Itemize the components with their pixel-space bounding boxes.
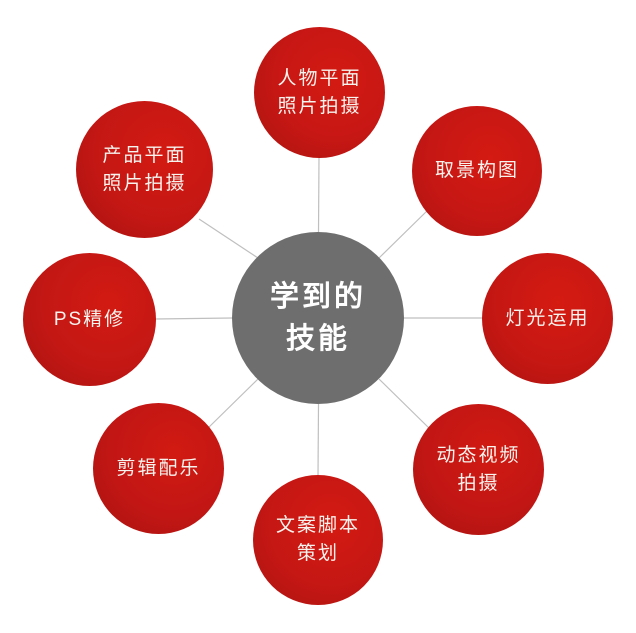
node-ps-retouching[interactable]: PS精修	[23, 253, 156, 386]
node-label-framing-composition: 取景构图	[434, 160, 519, 182]
node-label-ps-retouching: PS精修	[53, 308, 126, 330]
node-label-video-shooting: 动态视频 拍摄	[436, 444, 521, 494]
connector-hub-to-top-right	[378, 206, 432, 259]
node-label-copywriting-script: 文案脚本 策划	[275, 515, 360, 564]
connector-hub-to-bottom	[317, 403, 320, 478]
node-product-photo[interactable]: 产品平面 照片拍摄	[76, 101, 213, 238]
node-portrait-photo[interactable]: 人物平面 照片拍摄	[254, 27, 385, 158]
connector-hub-to-top-left	[198, 218, 259, 259]
connector-hub-to-left	[154, 317, 233, 320]
node-framing-composition[interactable]: 取景构图	[412, 106, 542, 236]
node-editing-scoring[interactable]: 剪辑配乐	[93, 403, 224, 534]
node-label-hub-skills: 学到的 技能	[269, 280, 366, 355]
node-copywriting-script[interactable]: 文案脚本 策划	[253, 475, 383, 605]
connector-hub-to-bottom-right	[378, 378, 433, 432]
node-label-lighting: 灯光运用	[505, 307, 590, 329]
connector-hub-to-top	[317, 156, 320, 233]
node-label-product-photo: 产品平面 照片拍摄	[102, 144, 187, 194]
node-lighting[interactable]: 灯光运用	[482, 253, 613, 384]
connector-hub-to-bottom-left	[204, 378, 259, 432]
node-video-shooting[interactable]: 动态视频 拍摄	[413, 404, 544, 535]
node-label-portrait-photo: 人物平面 照片拍摄	[277, 67, 362, 117]
node-label-editing-scoring: 剪辑配乐	[116, 457, 201, 479]
node-hub-skills[interactable]: 学到的 技能	[232, 232, 404, 404]
